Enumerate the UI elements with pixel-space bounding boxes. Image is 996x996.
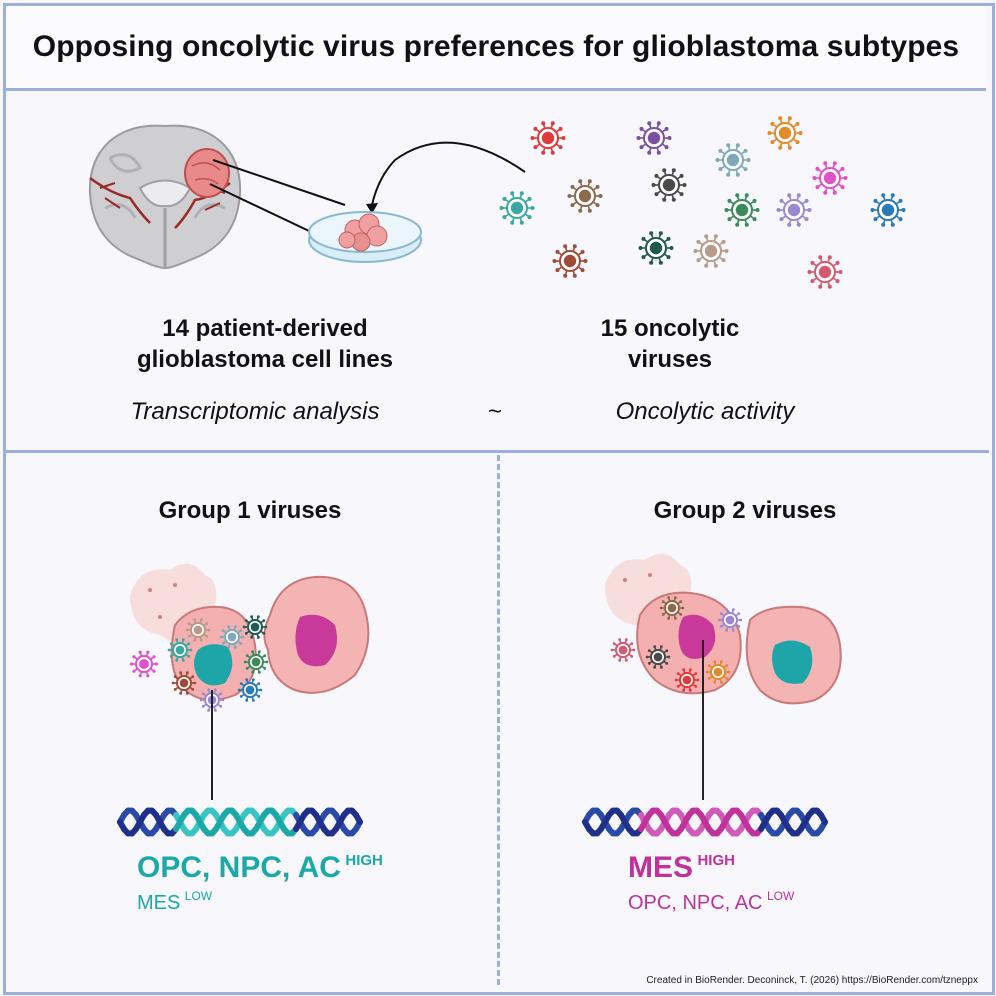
- virus-icon: [705, 660, 731, 684]
- virus-icon: [767, 116, 803, 150]
- virus-icon: [638, 231, 674, 265]
- virus-icon: [243, 650, 269, 674]
- group2-title: Group 2 viruses: [653, 497, 837, 524]
- virus-icon: [130, 650, 158, 678]
- virus-icon: [807, 255, 843, 289]
- virus-icon: [167, 638, 193, 662]
- oncolytic-activity-label: Oncolytic activity: [615, 398, 795, 425]
- figure-title: Opposing oncolytic virus preferences for…: [32, 30, 960, 63]
- group1-low-label: MES LOW: [137, 889, 213, 914]
- virus-icon: [185, 618, 211, 642]
- virus-icon: [610, 638, 636, 662]
- virus-icon: [724, 193, 760, 227]
- dna-helix-group2: [582, 807, 828, 837]
- group-divider: [497, 455, 500, 985]
- group1-title: Group 1 viruses: [158, 497, 342, 524]
- title-box: Opposing oncolytic virus preferences for…: [6, 6, 986, 91]
- virus-icon: [567, 179, 603, 213]
- virus-icon: [812, 161, 848, 195]
- virus-icon: [499, 191, 535, 225]
- group2-high-label: MES HIGH: [628, 851, 735, 884]
- virus-icon: [717, 608, 743, 632]
- virus-icon: [530, 121, 566, 155]
- viruses-label: 15 oncolytic viruses: [600, 315, 740, 373]
- virus-icon: [636, 121, 672, 155]
- tilde-symbol: ~: [487, 398, 502, 425]
- group1-high-label: OPC, NPC, AC HIGH: [137, 851, 383, 884]
- virus-icon: [715, 143, 751, 177]
- virus-icon: [242, 615, 268, 639]
- dna-helix-group1: [117, 807, 363, 837]
- virus-icon: [645, 645, 671, 669]
- virus-icon: [171, 671, 197, 695]
- group2-low-label: OPC, NPC, AC LOW: [628, 889, 795, 914]
- cell-lines-label: 14 patient-derived glioblastoma cell lin…: [136, 315, 394, 373]
- virus-icon: [674, 668, 700, 692]
- virus-icon: [651, 168, 687, 202]
- virus-icon: [552, 244, 588, 278]
- virus-icon: [237, 678, 263, 702]
- virus-icon: [776, 193, 812, 227]
- virus-icon: [693, 234, 729, 268]
- section-divider: [6, 450, 989, 453]
- biorender-credit: Created in BioRender. Deconinck, T. (202…: [646, 975, 978, 986]
- petri-dish-icon: [308, 211, 422, 263]
- virus-icon: [659, 596, 685, 620]
- virus-icon: [870, 193, 906, 227]
- virus-icon: [219, 625, 245, 649]
- transcriptomic-label: Transcriptomic analysis: [130, 398, 380, 425]
